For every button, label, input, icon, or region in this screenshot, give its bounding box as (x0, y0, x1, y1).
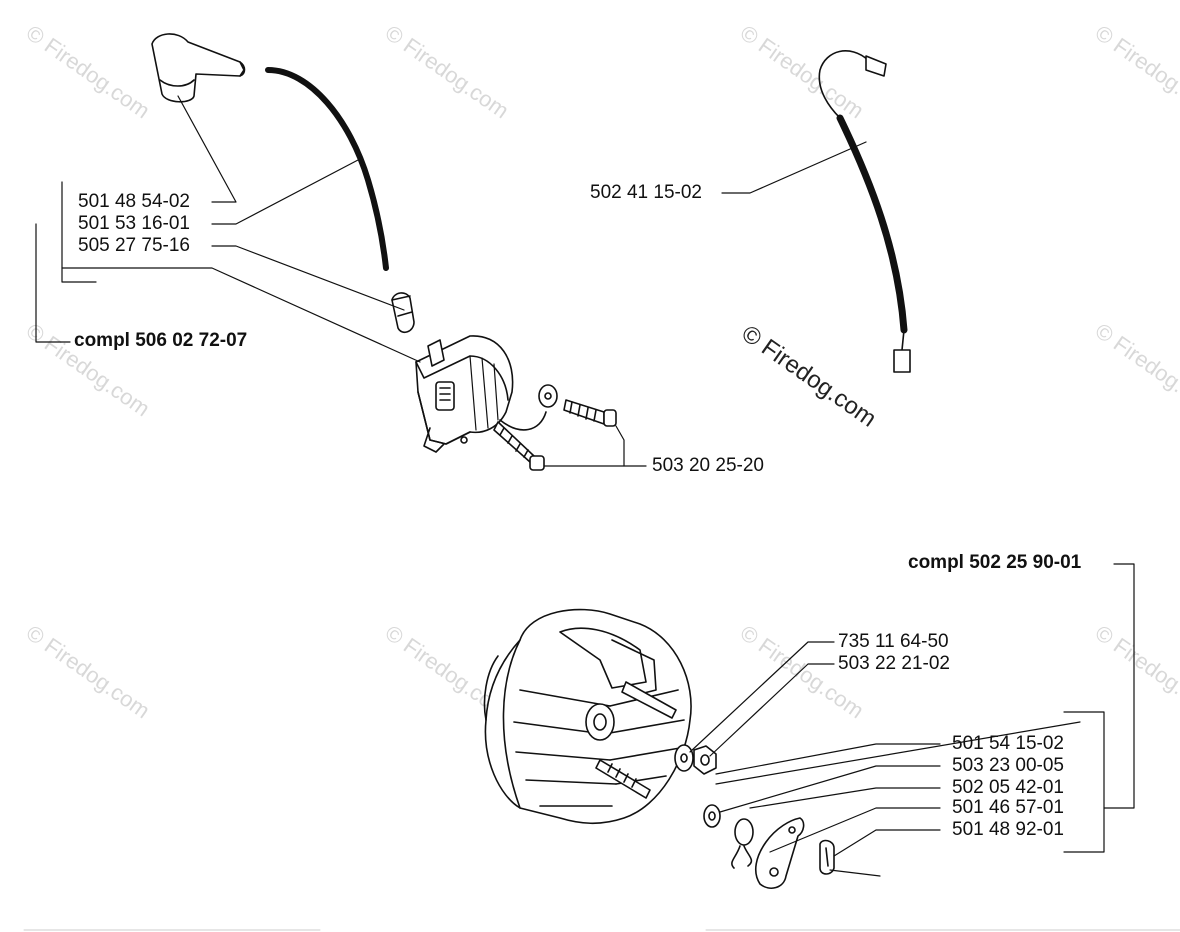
ring-terminal (538, 384, 558, 408)
part-number-small-washer: 503 23 00-05 (952, 755, 1064, 776)
part-number-flywheel: 501 54 15-02 (952, 733, 1064, 754)
part-number-pawl: 501 46 57-01 (952, 797, 1064, 818)
part-number-washer: 735 11 64-50 (838, 631, 949, 652)
part-number-nut: 503 22 21-02 (838, 653, 950, 674)
ignition-module (415, 335, 547, 453)
spring (731, 818, 754, 869)
washer (674, 744, 694, 772)
part-number-connector: 505 27 75-16 (78, 235, 190, 256)
part-number-cable: 501 53 16-01 (78, 213, 190, 234)
nut (693, 745, 717, 775)
screw-upper (563, 399, 617, 427)
leader-lines-flywheel (689, 563, 1135, 877)
stop-cable (818, 50, 911, 373)
spark-plug-cap (151, 33, 246, 103)
part-number-cap: 501 48 54-02 (78, 191, 190, 212)
part-number-screw: 503 20 25-20 (652, 455, 764, 476)
part-number-clip: 501 48 92-01 (952, 819, 1064, 840)
pawl (754, 817, 805, 889)
clip (819, 839, 835, 875)
compl-flywheel-label: compl 502 25 90-01 (908, 552, 1082, 573)
compl-ignition-label: compl 506 02 72-07 (74, 330, 248, 351)
leader-lines-ignition (35, 95, 867, 467)
ht-cable (265, 67, 389, 271)
coil-connector (391, 292, 415, 334)
part-number-spring: 502 05 42-01 (952, 777, 1064, 798)
part-number-stop-cable: 502 41 15-02 (590, 182, 702, 203)
screw-lower (493, 421, 545, 471)
flywheel (483, 608, 692, 825)
small-washer (703, 804, 721, 828)
